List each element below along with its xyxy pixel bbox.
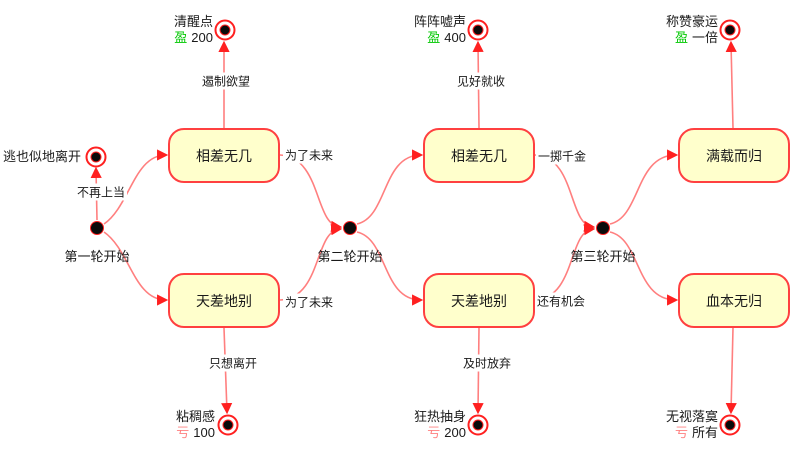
outcome-sign: 盈 [174,30,188,45]
initial-state-dot-round3 [596,221,610,235]
state-label: 天差地别 [196,292,252,309]
outcome-sign: 亏 [674,425,688,440]
edge-label-weileweilai-bottom: 为了未来 [282,293,336,311]
state-round2-bottom: 天差地别 [423,273,535,328]
state-round1-top: 相差无几 [168,128,280,183]
state-label: 天差地别 [451,292,507,309]
final-inner-dot [724,419,736,431]
outcome-amount: 100 [193,425,215,440]
outcome-sign: 亏 [427,425,441,440]
edge-label-zhixianglikai: 只想离开 [206,354,260,372]
outcome-name: 粘稠感 [175,409,215,424]
edge-label-ezhiyuwang: 遏制欲望 [199,72,253,90]
state-round3-top: 满载而归 [678,128,790,183]
edge-r3start-to-r3top [609,149,679,225]
outcome-name: 称赞豪运 [665,14,718,29]
edge-label-jianhaojiushou: 见好就收 [454,72,508,90]
state-label: 血本无归 [706,292,762,309]
initial-state-dot-round1 [90,221,104,235]
state-label: 相差无几 [196,147,252,164]
edge-r1start-to-r1bottom [103,231,169,306]
final-state-taoli [85,146,107,168]
edge-r3start-to-r3bottom [609,231,679,306]
state-label: 满载而归 [706,147,762,164]
outcome-amount: 所有 [691,425,718,440]
final-inner-dot [219,24,231,36]
start-label-round3: 第三轮开始 [570,249,636,264]
outcome-name: 清醒点 [173,14,213,29]
edge-r3bottom-to-luomo [725,327,737,415]
edge-label-yizhiqianjin: 一掷千金 [535,147,589,165]
outcome-sign: 盈 [427,30,441,45]
final-inner-dot [90,151,102,163]
final-state-haoyun [719,19,741,41]
start-label-round2: 第二轮开始 [317,249,383,264]
outcome-taoli: 逃也似地离开 [0,149,81,165]
outcome-amount: 400 [444,30,466,45]
state-label: 相差无几 [451,147,507,164]
outcome-name: 狂热抽身 [413,409,466,424]
edge-r1top-to-r2start [279,154,343,232]
outcome-value: 亏所有 [598,425,718,441]
final-inner-dot [472,419,484,431]
final-inner-dot [472,24,484,36]
outcome-sign: 亏 [176,425,190,440]
state-round2-top: 相差无几 [423,128,535,183]
outcome-luomo: 无视落寞 亏所有 [598,409,718,441]
final-state-choushen [467,414,489,436]
edge-r2top-to-r3start [534,154,596,232]
outcome-name: 无视落寞 [665,409,718,424]
outcome-haoyun: 称赞豪运 盈一倍 [598,14,718,46]
start-label-round1: 第一轮开始 [64,249,130,264]
state-round1-bottom: 天差地别 [168,273,280,328]
outcome-sign: 盈 [674,30,688,45]
edge-label-jishifangqi: 及时放弃 [460,354,514,372]
edge-r3top-to-haoyun [725,40,737,129]
state-round3-bottom: 血本无归 [678,273,790,328]
final-inner-dot [222,419,234,431]
edge-label-buzaishangdang: 不再上当 [74,183,128,201]
edge-label-weileweilai-top: 为了未来 [282,146,336,164]
outcome-name: 逃也似地离开 [2,149,81,164]
final-state-xusheng [467,19,489,41]
outcome-amount: 200 [444,425,466,440]
final-inner-dot [724,24,736,36]
edge-label-haiyoujihui: 还有机会 [534,292,588,310]
final-state-qingxingdian [214,19,236,41]
outcome-name: 阵阵嘘声 [413,14,466,29]
outcome-value: 盈一倍 [598,30,718,46]
edge-r1start-to-r1top [103,149,169,225]
edge-r2start-to-r2bottom [356,231,424,306]
outcome-amount: 一倍 [691,30,718,45]
final-state-nianchou [217,414,239,436]
edge-r2start-to-r2top [356,149,424,225]
final-state-luomo [719,414,741,436]
outcome-amount: 200 [191,30,213,45]
initial-state-dot-round2 [343,221,357,235]
